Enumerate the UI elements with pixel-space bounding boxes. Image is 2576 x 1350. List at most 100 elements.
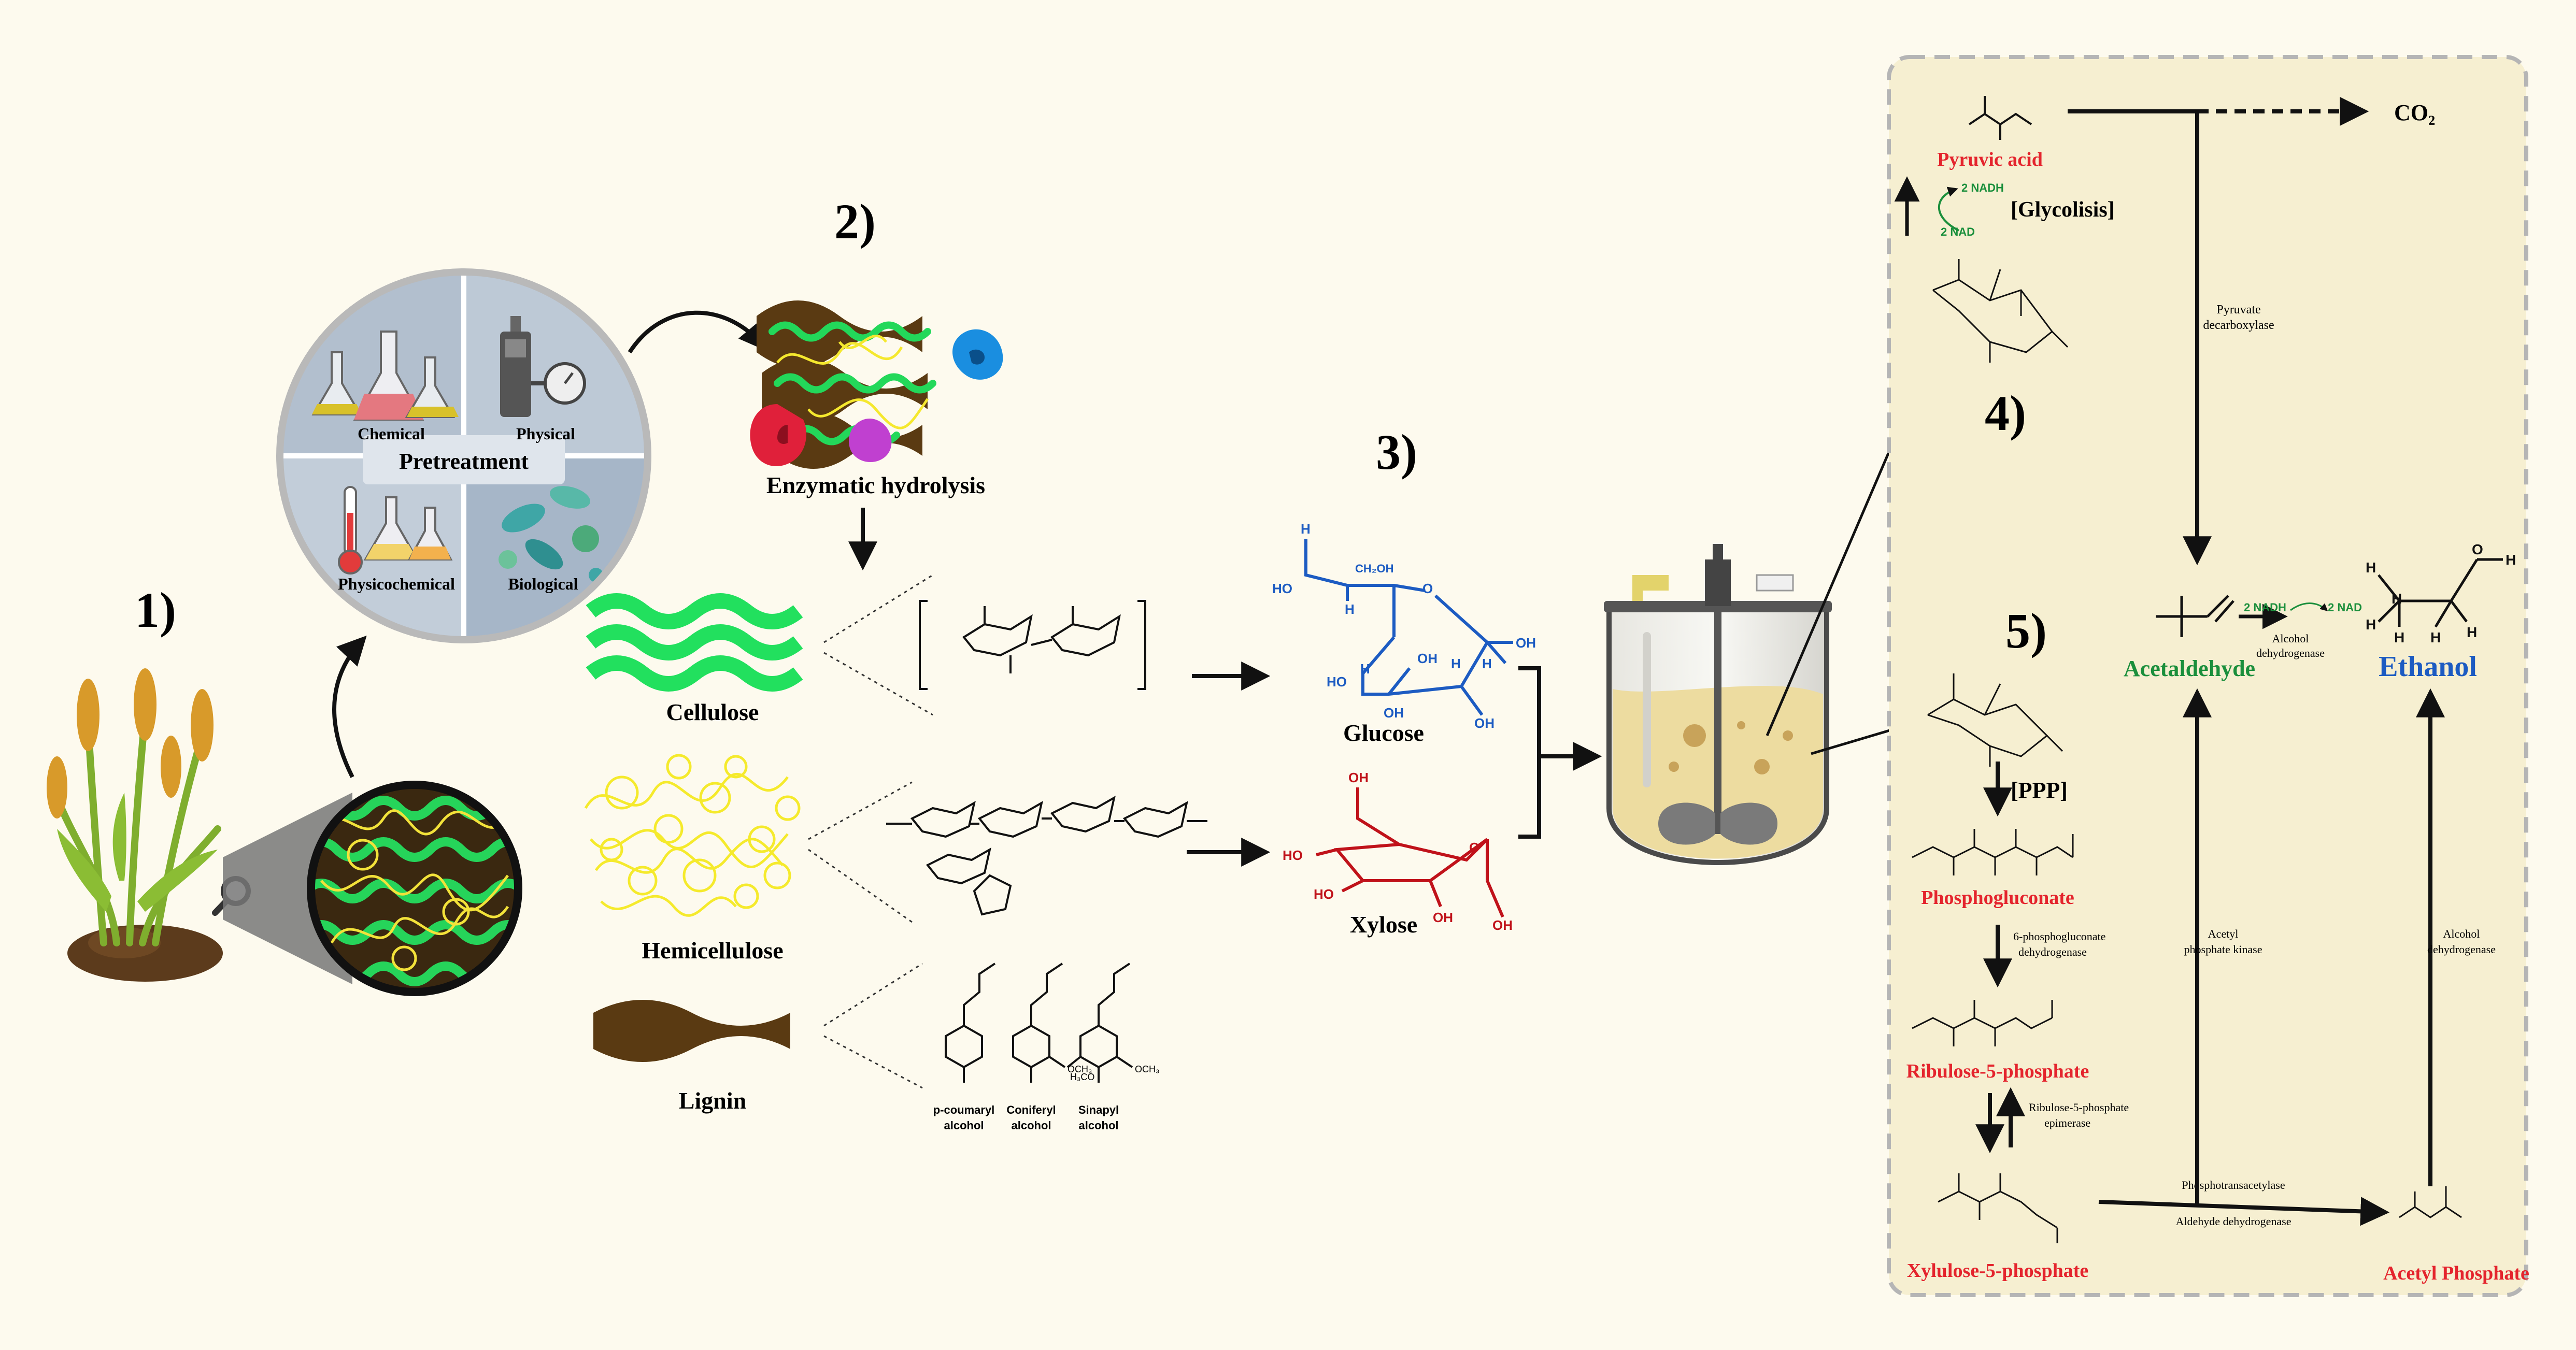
ethanol-nadh: 2 NADH — [2244, 601, 2286, 614]
cellulose-fibers — [586, 593, 803, 692]
pyruvic-acid-label: Pyruvic acid — [1937, 149, 2043, 170]
chemical-flasks-icon — [311, 331, 459, 421]
enzyme-illustration — [750, 300, 1003, 469]
co2-label: CO₂ — [2394, 100, 2435, 125]
pyruvate-decarboxylase-2: decarboxylase — [2203, 319, 2274, 332]
bioreactor — [1604, 544, 1832, 865]
phosphogluconate-label: Phosphogluconate — [1921, 887, 2074, 909]
quadrant-physicochemical: Physicochemical — [338, 575, 455, 593]
glucose-ho-3: HO — [1327, 674, 1347, 690]
quadrant-physical: Physical — [516, 424, 575, 443]
glucose-atoms: H HO H CH₂OH O H HO OH H OH OH OH H — [1272, 521, 1536, 731]
glucose-structure — [1304, 539, 1513, 716]
ethanol-c1: H — [2392, 591, 2402, 607]
xylose-ho-1: HO — [1283, 848, 1303, 863]
arrow-to-acetyl-phosphate — [2098, 1197, 2390, 1226]
sinapyl-label-2: alcohol — [1078, 1119, 1118, 1132]
adh-label-1: Alcohol — [2272, 632, 2309, 645]
enzymatic-hydrolysis-label: Enzymatic hydrolysis — [766, 472, 985, 498]
ethanol-h-2: H — [2366, 616, 2376, 633]
pretreatment-title: Pretreatment — [399, 449, 529, 474]
xylulose-label: Xylulose-5-phosphate — [1907, 1260, 2089, 1282]
ppp-glucose-structure — [1927, 673, 2063, 767]
adh2-label-2: dehydrogenase — [2427, 943, 2496, 956]
coniferyl-label-2: alcohol — [1011, 1119, 1051, 1132]
lignin-label: Lignin — [679, 1087, 746, 1114]
hemicellulose-label: Hemicellulose — [642, 937, 783, 964]
epimerase-label-1: Ribulose-5-phosphate — [2029, 1101, 2129, 1114]
step-5-label: 5) — [2005, 603, 2047, 658]
adh2-label-1: Alcohol — [2443, 927, 2480, 940]
ethanol-h-5: H — [2430, 629, 2441, 645]
merge-bracket — [1518, 666, 1541, 839]
pretreatment-panel: Chemical Physical Pretreatment Physicoch… — [276, 268, 651, 643]
monolignol-structures — [945, 963, 1133, 1083]
hemicellulose-network — [584, 754, 801, 917]
arrow-to-pretreatment — [332, 635, 367, 778]
step-3-label: 3) — [1376, 424, 1417, 480]
ethanol-nad: 2 NAD — [2328, 601, 2362, 614]
nad-cycle-arrow — [1938, 186, 1959, 232]
glucose-h-4: H — [1482, 656, 1492, 671]
ethanol-label: Ethanol — [2379, 651, 2477, 683]
xylose-oh-3: OH — [1492, 917, 1513, 933]
p-coumaryl-label-2: alcohol — [944, 1119, 984, 1132]
glycolysis-nad: 2 NAD — [1941, 225, 1975, 238]
glucose-h-2: H — [1345, 601, 1355, 617]
pgd-label-2: dehydrogenase — [2018, 945, 2087, 958]
microbes-icon — [499, 486, 603, 582]
ribulose-label: Ribulose-5-phosphate — [1906, 1060, 2089, 1082]
glucose-oh-1: OH — [1417, 651, 1438, 666]
xylulose-structure — [1938, 1173, 2058, 1243]
adh-label-2: dehydrogenase — [2256, 647, 2325, 659]
glucose-ho-1: HO — [1272, 581, 1292, 596]
hemicellulose-structure — [886, 796, 1207, 916]
glucose-ch2oh: CH₂OH — [1355, 562, 1394, 575]
ribulose-structure — [1912, 1000, 2053, 1046]
phosphogluconate-structure — [1912, 829, 2074, 875]
acetyl-phosphate-structure — [2399, 1186, 2462, 1218]
glucose-h-1: H — [1301, 521, 1311, 537]
xylose-o: O — [1469, 840, 1479, 855]
pyruvate-decarboxylase-1: Pyruvate — [2216, 303, 2260, 317]
step-2-label: 2) — [834, 194, 876, 249]
glucose-o: O — [1422, 581, 1433, 596]
quadrant-biological: Biological — [508, 575, 578, 593]
step-1-label: 1) — [135, 582, 176, 638]
sinapyl-och3-group: OCH₃ — [1135, 1064, 1159, 1074]
acetaldehyde-label: Acetaldehyde — [2124, 656, 2255, 681]
acetyl-phosphate-label: Acetyl Phosphate — [2383, 1262, 2529, 1284]
coniferyl-label-1: Coniferyl — [1006, 1103, 1056, 1116]
ethanol-nad-cycle — [2290, 602, 2328, 612]
glucose-oh-3: OH — [1384, 705, 1404, 721]
glucose-h-3: H — [1451, 656, 1461, 671]
ethanol-o: O — [2472, 541, 2483, 557]
biomass-plant — [47, 668, 251, 982]
sinapyl-h3co-group: H₃CO — [1070, 1072, 1094, 1082]
physical-equipment-icon — [500, 316, 586, 417]
glycolysis-label: [Glycolisis] — [2011, 198, 2115, 222]
xylose-atoms: OH O HO HO OH OH — [1283, 770, 1513, 933]
xylose-structure — [1316, 787, 1504, 918]
acetyl-kinase-label-2: phosphate kinase — [2184, 943, 2262, 956]
ethanol-h-4: H — [2467, 624, 2477, 640]
glucose-chair-structure — [1932, 259, 2069, 363]
sinapyl-label-1: Sinapyl — [1078, 1103, 1119, 1116]
pgd-label-1: 6-phosphogluconate — [2013, 930, 2105, 943]
fiber-zoom — [307, 781, 522, 996]
acetaldehyde-structure — [2156, 595, 2235, 637]
cellulose-structure — [919, 600, 1146, 690]
coniferyl-och3-group: OCH₃ — [1068, 1064, 1092, 1074]
glucose-ho-2: H — [1360, 661, 1370, 677]
step-4-label: 4) — [1985, 385, 2026, 441]
metabolic-pathways-panel — [1887, 55, 2528, 1297]
xylose-oh-2: OH — [1433, 910, 1453, 925]
xylose-ho-2: HO — [1314, 886, 1334, 902]
aldehyde-dehydrogenase-label: Aldehyde dehydrogenase — [2176, 1215, 2292, 1228]
thermometer-flask-icon — [338, 486, 453, 575]
xylose-oh-1: OH — [1348, 770, 1369, 785]
ethanol-atoms: H O H H H H H H — [2366, 541, 2516, 645]
ethanol-h-1: H — [2366, 559, 2376, 576]
